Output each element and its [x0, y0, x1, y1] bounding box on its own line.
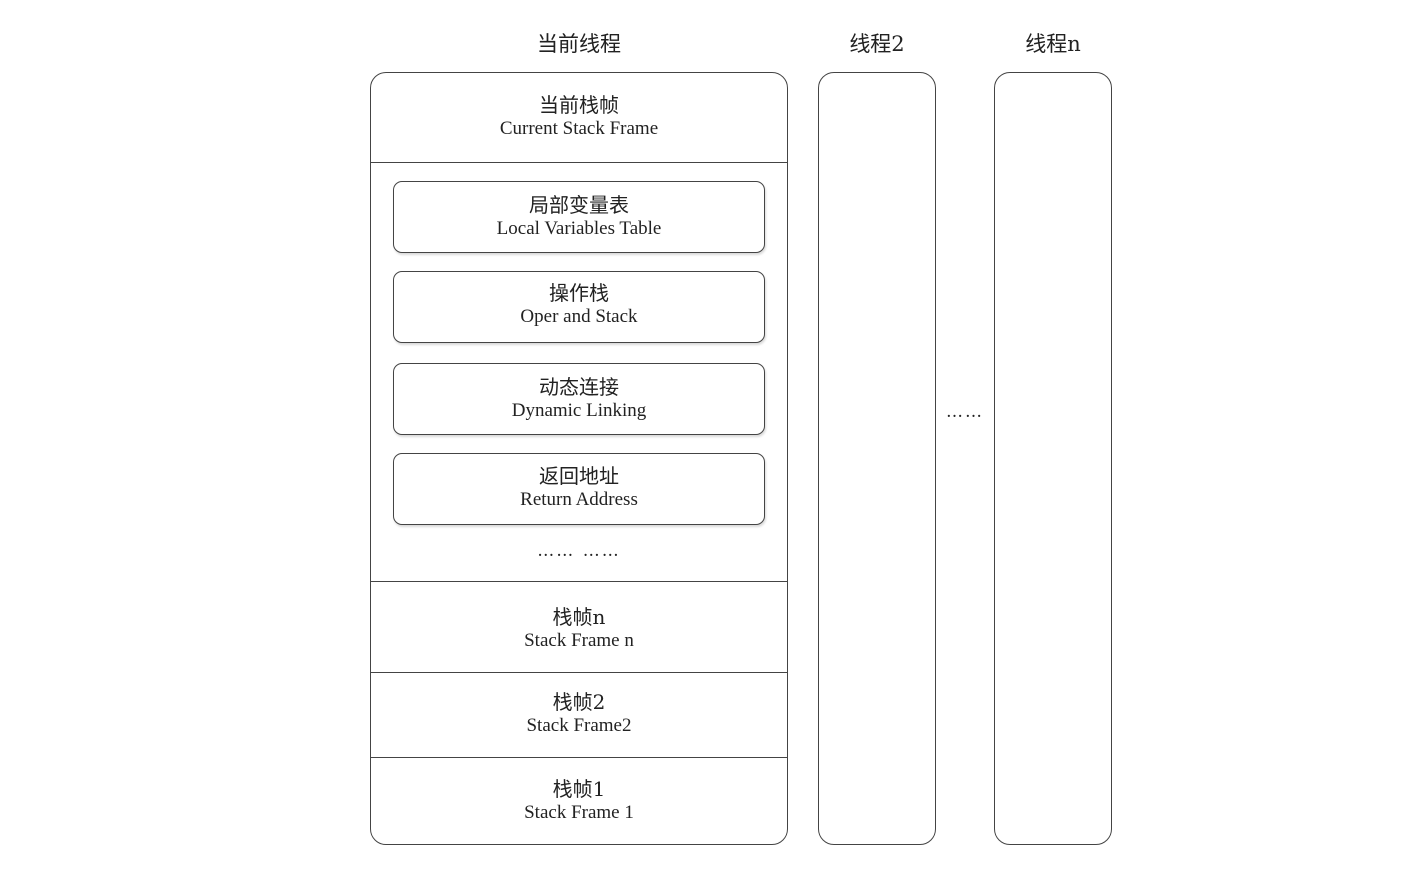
part-label-en: Oper and Stack	[520, 306, 638, 327]
current-thread-title: 当前线程	[537, 32, 621, 56]
part-label-zh: 动态连接	[539, 375, 619, 399]
divider	[371, 672, 787, 673]
frame-label-en: Stack Frame n	[524, 630, 634, 651]
stack-frame-1: 栈帧1 Stack Frame 1	[370, 777, 788, 825]
inner-ellipsis: …… ……	[537, 541, 621, 561]
thread2-title: 线程2	[849, 32, 905, 56]
part-label-zh: 局部变量表	[529, 193, 629, 217]
part-label-en: Dynamic Linking	[511, 400, 647, 421]
frame-label-zh: 栈帧1	[552, 777, 606, 801]
part-label-zh: 操作栈	[549, 281, 609, 305]
threadn-title: 线程n	[1025, 32, 1081, 56]
divider	[371, 162, 787, 163]
current-stack-frame: 当前栈帧 Current Stack Frame	[370, 93, 788, 141]
part-label-zh: 返回地址	[539, 464, 619, 488]
divider	[371, 581, 787, 582]
divider	[371, 757, 787, 758]
current-stack-frame-zh: 当前栈帧	[539, 93, 619, 117]
operand-stack-box: 操作栈 Oper and Stack	[393, 271, 765, 343]
frame-label-zh: 栈帧n	[552, 605, 606, 629]
frame-label-en: Stack Frame 1	[524, 802, 634, 823]
threads-ellipsis: ……	[946, 402, 984, 422]
part-label-en: Local Variables Table	[496, 218, 662, 239]
stack-frame-2: 栈帧2 Stack Frame2	[370, 690, 788, 738]
frame-label-en: Stack Frame2	[526, 715, 632, 736]
stack-frame-n: 栈帧n Stack Frame n	[370, 605, 788, 653]
threadn-column	[994, 72, 1112, 845]
current-stack-frame-en: Current Stack Frame	[499, 118, 659, 139]
part-label-en: Return Address	[520, 489, 638, 510]
return-address-box: 返回地址 Return Address	[393, 453, 765, 525]
frame-label-zh: 栈帧2	[552, 690, 606, 714]
dynamic-linking-box: 动态连接 Dynamic Linking	[393, 363, 765, 435]
thread2-column	[818, 72, 936, 845]
local-variables-table-box: 局部变量表 Local Variables Table	[393, 181, 765, 253]
